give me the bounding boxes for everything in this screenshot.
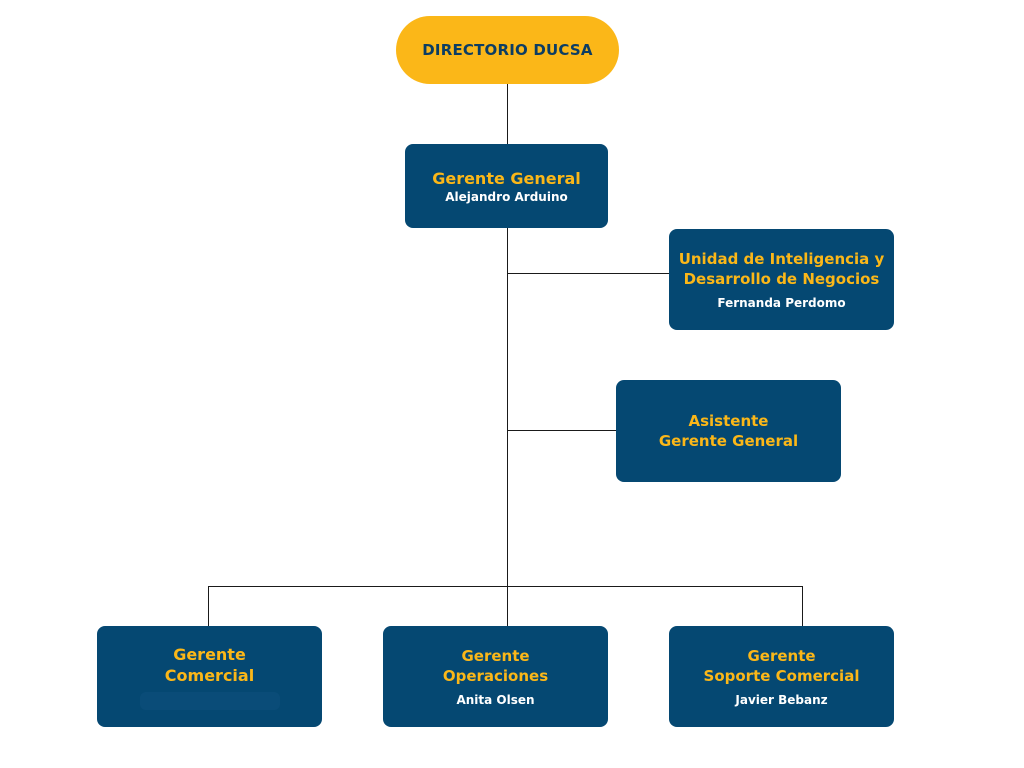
connector-to-assistant xyxy=(507,430,616,431)
connector-to-intelligence-unit xyxy=(507,273,669,274)
general-manager-node: Gerente General Alejandro Arduino xyxy=(405,144,608,228)
connector-root-to-gm xyxy=(507,84,508,144)
commercial-support-node: Gerente Soporte Comercial Javier Bebanz xyxy=(669,626,894,727)
connector-to-commercial-support xyxy=(802,586,803,626)
operations-node: Gerente Operaciones Anita Olsen xyxy=(383,626,608,727)
intelligence-unit-title-line2: Desarrollo de Negocios xyxy=(683,269,880,288)
intelligence-unit-title-line1: Unidad de Inteligencia y xyxy=(678,249,885,268)
operations-title-line2: Operaciones xyxy=(442,666,549,685)
assistant-title-line2: Gerente General xyxy=(658,432,799,450)
commercial-node: Gerente Comercial xyxy=(97,626,322,727)
intelligence-unit-name: Fernanda Perdomo xyxy=(717,295,846,310)
operations-name: Anita Olsen xyxy=(456,692,535,707)
commercial-support-name: Javier Bebanz xyxy=(735,692,828,707)
board-title: DIRECTORIO DUCSA xyxy=(422,41,593,59)
commercial-support-title-line2: Soporte Comercial xyxy=(703,666,860,685)
assistant-node: Asistente Gerente General xyxy=(616,380,841,482)
connector-bottom-horizontal xyxy=(208,586,803,587)
commercial-title-line2: Comercial xyxy=(164,665,255,685)
connector-trunk xyxy=(507,228,508,626)
assistant-title-line1: Asistente xyxy=(688,412,769,430)
connector-to-commercial xyxy=(208,586,209,626)
board-node: DIRECTORIO DUCSA xyxy=(396,16,619,84)
commercial-name-placeholder xyxy=(139,691,280,710)
general-manager-name: Alejandro Arduino xyxy=(445,189,568,204)
intelligence-unit-node: Unidad de Inteligencia y Desarrollo de N… xyxy=(669,229,894,330)
operations-title-line1: Gerente xyxy=(461,646,530,665)
general-manager-title: Gerente General xyxy=(432,168,581,188)
commercial-title-line1: Gerente xyxy=(173,644,246,664)
commercial-support-title-line1: Gerente xyxy=(747,646,816,665)
